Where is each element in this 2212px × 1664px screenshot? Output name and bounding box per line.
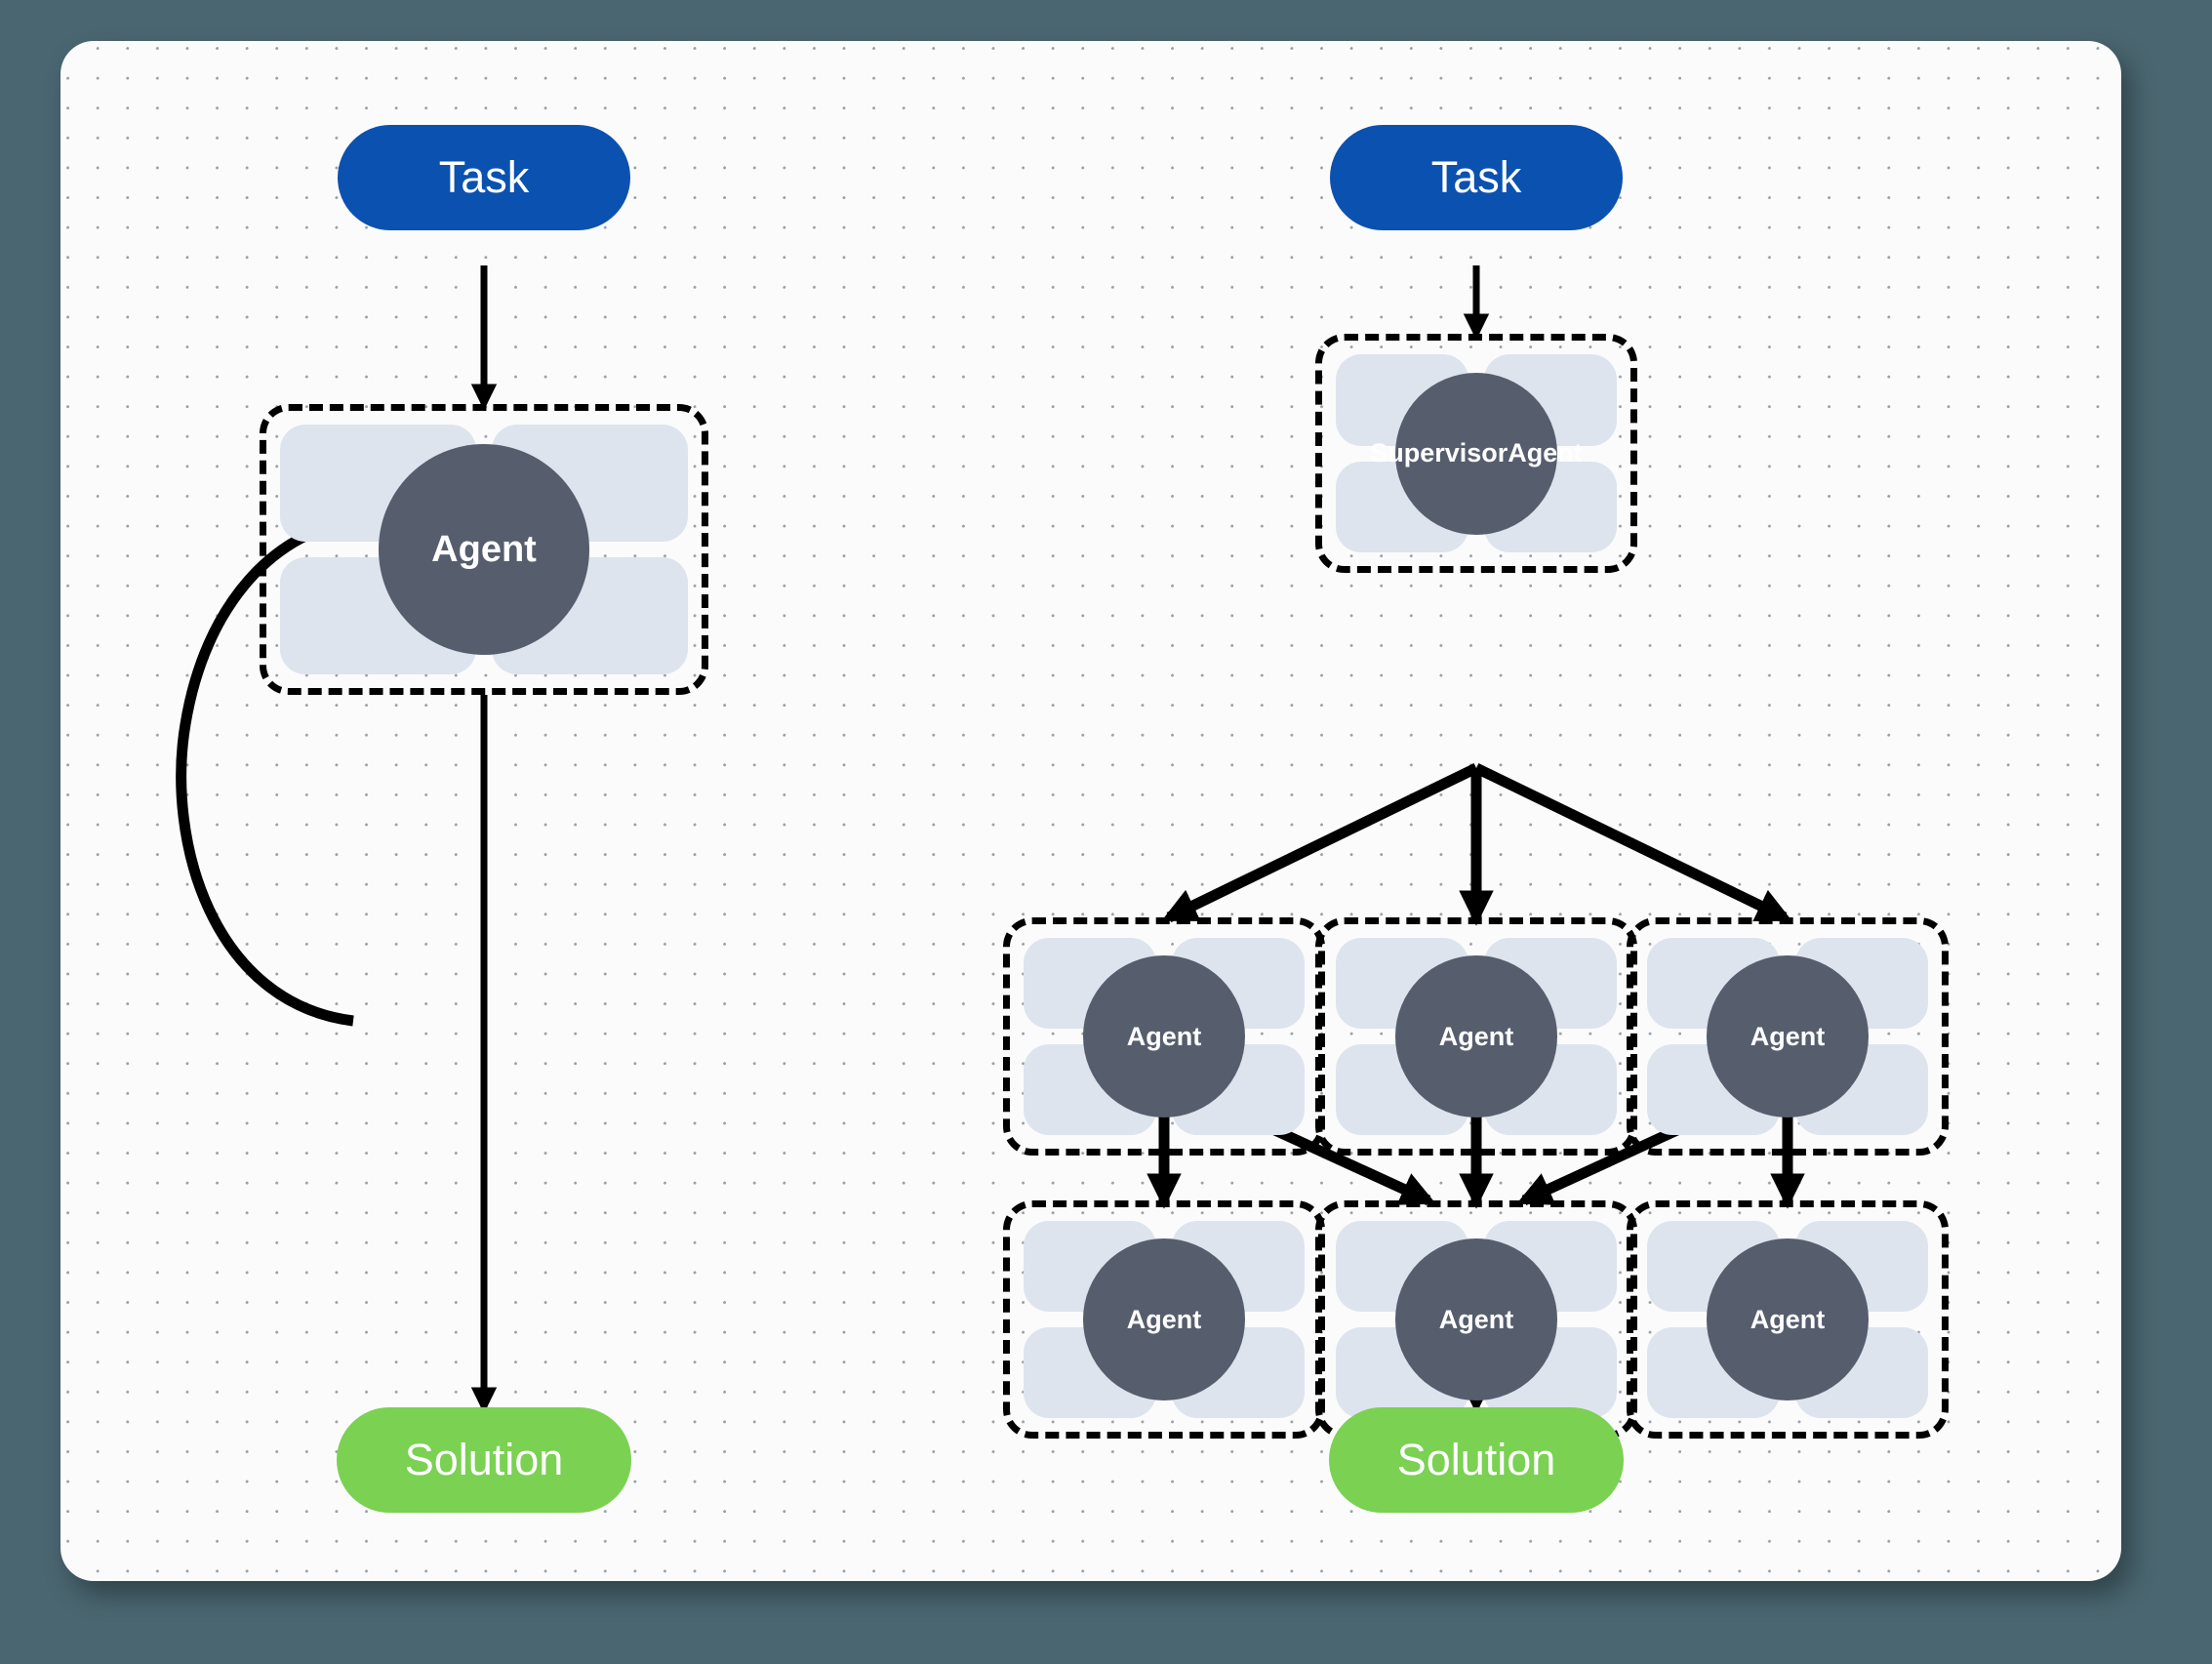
agent-circle-label: Agent	[1395, 955, 1557, 1117]
supervisor-label-line-2: Agent	[1508, 438, 1583, 468]
node-solution-multi[interactable]: Solution	[1329, 1407, 1624, 1513]
edge-supervisor-to-agent-left	[1161, 763, 1479, 922]
agent-circle-label: Agent	[1083, 955, 1245, 1117]
supervisor-agent-circle-label: Supervisor Agent	[1370, 372, 1583, 535]
node-agent-row1-left[interactable]: Agent	[1003, 917, 1325, 1156]
node-agent-row2-right[interactable]: Agent	[1627, 1200, 1949, 1439]
node-agent-row1-right[interactable]: Agent	[1627, 917, 1949, 1156]
node-agent-row2-center[interactable]: Agent	[1315, 1200, 1637, 1439]
node-agent-row1-center[interactable]: Agent	[1315, 917, 1637, 1156]
node-task-multi[interactable]: Task	[1330, 125, 1623, 230]
node-agent-single[interactable]: Agent	[260, 404, 708, 695]
agent-circle-label: Agent	[1707, 955, 1869, 1117]
diagram-card: Single Agent Task Agent Solution Multi A…	[60, 41, 2121, 1581]
supervisor-label-line-1: Supervisor	[1370, 438, 1508, 468]
agent-circle-label: Agent	[1395, 1238, 1557, 1400]
agent-circle-label: Agent	[1083, 1238, 1245, 1400]
agent-circle-label: Agent	[379, 444, 589, 655]
node-solution-single[interactable]: Solution	[337, 1407, 631, 1513]
agent-circle-label: Agent	[1707, 1238, 1869, 1400]
node-supervisor-agent[interactable]: Supervisor Agent	[1315, 334, 1637, 573]
node-task-single[interactable]: Task	[338, 125, 630, 230]
node-agent-row2-left[interactable]: Agent	[1003, 1200, 1325, 1439]
edge-supervisor-to-agent-right	[1473, 763, 1792, 922]
